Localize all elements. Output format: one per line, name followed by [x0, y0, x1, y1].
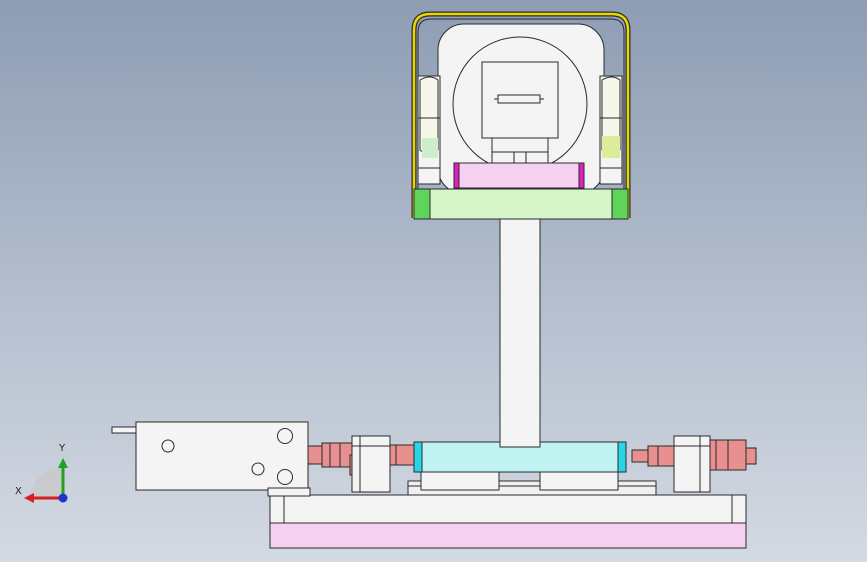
left-cylinder-housing — [111, 421, 311, 497]
z-axis-dot — [58, 493, 68, 503]
cyan-slider-block — [413, 441, 627, 473]
right-actuator — [631, 439, 757, 471]
left-bracket — [351, 435, 391, 493]
y-axis-label: Y — [59, 443, 66, 454]
coordinate-triad — [24, 458, 68, 503]
head-assembly — [411, 11, 631, 220]
triad-quadrant — [30, 467, 63, 500]
vertical-column — [499, 214, 541, 448]
right-bracket — [673, 435, 711, 493]
x-axis-label: X — [15, 486, 22, 497]
slide-rail — [407, 469, 657, 496]
base-plate — [269, 494, 747, 549]
